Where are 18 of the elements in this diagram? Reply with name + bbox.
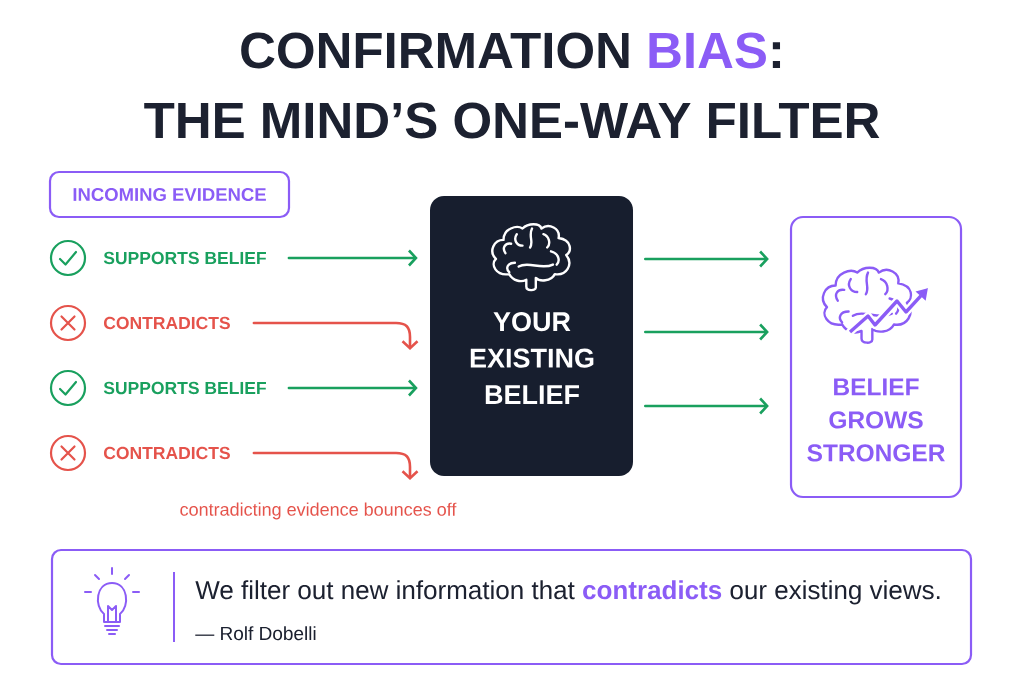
evidence-label: CONTRADICTS [104, 446, 230, 460]
arrow [252, 321, 419, 350]
attribution: — Rolf Dobelli [195, 626, 316, 641]
evidence-label: SUPPORTS BELIEF [103, 381, 266, 395]
quote-text: We filter out new information that contradicts our existing views. [195, 580, 940, 605]
arrow [252, 451, 419, 480]
belief-box: YOUR EXISTING BELIEF [430, 196, 633, 476]
evidence-label: CONTRADICTS [104, 316, 230, 330]
arrow [287, 379, 418, 397]
title: CONFIRMATION BIAS: THE MIND’S ONE-WAY FILTER [144, 32, 880, 139]
arrow [643, 250, 769, 268]
evidence-label: SUPPORTS BELIEF [103, 251, 266, 265]
tag-box: INCOMING EVIDENCE [48, 170, 291, 219]
annotation: contradicting evidence bounces off [180, 502, 457, 520]
result-box: BELIEF GROWS STRONGER [789, 215, 963, 499]
arrow [287, 249, 418, 267]
arrow [643, 323, 769, 341]
arrow [643, 397, 769, 415]
